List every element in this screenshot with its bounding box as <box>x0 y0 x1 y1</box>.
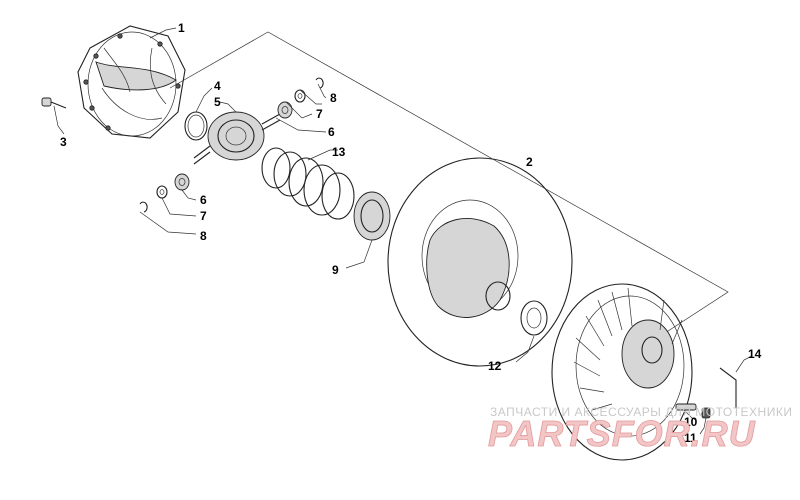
part-hub <box>193 111 281 165</box>
watermark-caption: ЗАПЧАСТИ И АКСЕССУАРЫ ДЛЯ МОТОТЕХНИКИ <box>490 405 792 419</box>
part-spacer-washer <box>520 300 548 336</box>
part-seal-ring <box>353 191 391 241</box>
leader-lines <box>53 27 753 435</box>
callout-4: 4 <box>214 79 221 93</box>
callout-14: 14 <box>748 347 762 361</box>
callout-1: 1 <box>178 21 185 35</box>
part-spring <box>261 147 355 220</box>
part-pin <box>675 403 697 411</box>
callout-7-upper: 7 <box>316 107 323 121</box>
callout-2: 2 <box>526 155 533 169</box>
callout-7-lower: 7 <box>200 209 207 223</box>
callout-6-lower: 6 <box>200 193 207 207</box>
part-cover-housing <box>77 25 186 139</box>
part-clip-lower <box>139 201 148 213</box>
part-snap-ring <box>184 111 208 141</box>
part-clip-upper <box>315 77 324 89</box>
callout-8-lower: 8 <box>200 229 207 243</box>
part-moving-sheave <box>551 283 693 461</box>
callout-5: 5 <box>214 95 221 109</box>
part-roller-lower <box>174 173 190 191</box>
watermark: ЗАПЧАСТИ И АКСЕССУАРЫ ДЛЯ МОТОТЕХНИКИ PA… <box>488 405 792 454</box>
callout-10: 10 <box>684 415 698 429</box>
callout-labels: 1 2 3 4 5 6 7 8 6 7 8 9 10 11 12 13 14 <box>60 21 762 445</box>
callout-11: 11 <box>684 431 697 445</box>
callout-13: 13 <box>332 145 346 159</box>
assembly-bracket <box>169 31 729 347</box>
callout-3: 3 <box>60 135 67 149</box>
callout-9: 9 <box>332 263 339 277</box>
callout-6-upper: 6 <box>328 125 335 139</box>
part-washer-lower <box>156 185 168 199</box>
part-washer-upper <box>294 89 306 103</box>
part-screw <box>41 97 67 109</box>
part-roller-upper <box>277 101 293 119</box>
callout-8-upper: 8 <box>330 91 337 105</box>
callout-12: 12 <box>488 359 502 373</box>
part-fixed-sheave <box>387 157 573 367</box>
watermark-brand: PARTSFOR.RU <box>488 413 756 454</box>
part-hex-key <box>719 367 737 408</box>
